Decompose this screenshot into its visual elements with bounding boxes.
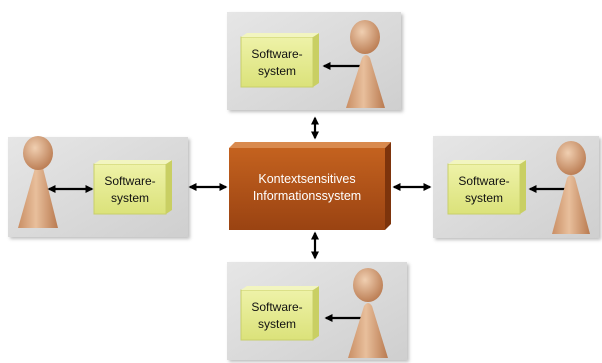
context-information-system-box: Kontextsensitives Informationssystem — [229, 142, 391, 230]
center-box-side-face — [385, 142, 391, 230]
left-software-label-line2: system — [111, 191, 149, 205]
right-user-panel: Software- system — [433, 136, 599, 238]
top-software-box: Software- system — [240, 33, 319, 88]
left-user-panel: Software- system — [8, 136, 188, 237]
right-software-label-line1: Software- — [458, 174, 509, 188]
bottom-software-box: Software- system — [240, 286, 319, 341]
left-software-box: Software- system — [93, 160, 172, 215]
left-person-icon — [18, 136, 58, 228]
center-label-line1: Kontextsensitives — [258, 172, 355, 186]
right-person-icon — [552, 141, 590, 234]
top-user-panel: Software- system — [227, 12, 401, 110]
bottom-person-icon — [348, 268, 388, 358]
left-software-label-line1: Software- — [104, 174, 155, 188]
right-software-label-line2: system — [465, 191, 503, 205]
top-software-label-line1: Software- — [251, 47, 302, 61]
top-person-icon — [346, 20, 385, 108]
center-box-front-face — [229, 148, 385, 230]
bottom-user-panel: Software- system — [227, 262, 407, 360]
top-software-label-line2: system — [258, 64, 296, 78]
center-box-top-face — [229, 142, 391, 148]
bottom-software-label-line2: system — [258, 317, 296, 331]
bottom-software-label-line1: Software- — [251, 300, 302, 314]
right-software-box: Software- system — [447, 160, 526, 215]
center-label-line2: Informationssystem — [253, 189, 361, 203]
